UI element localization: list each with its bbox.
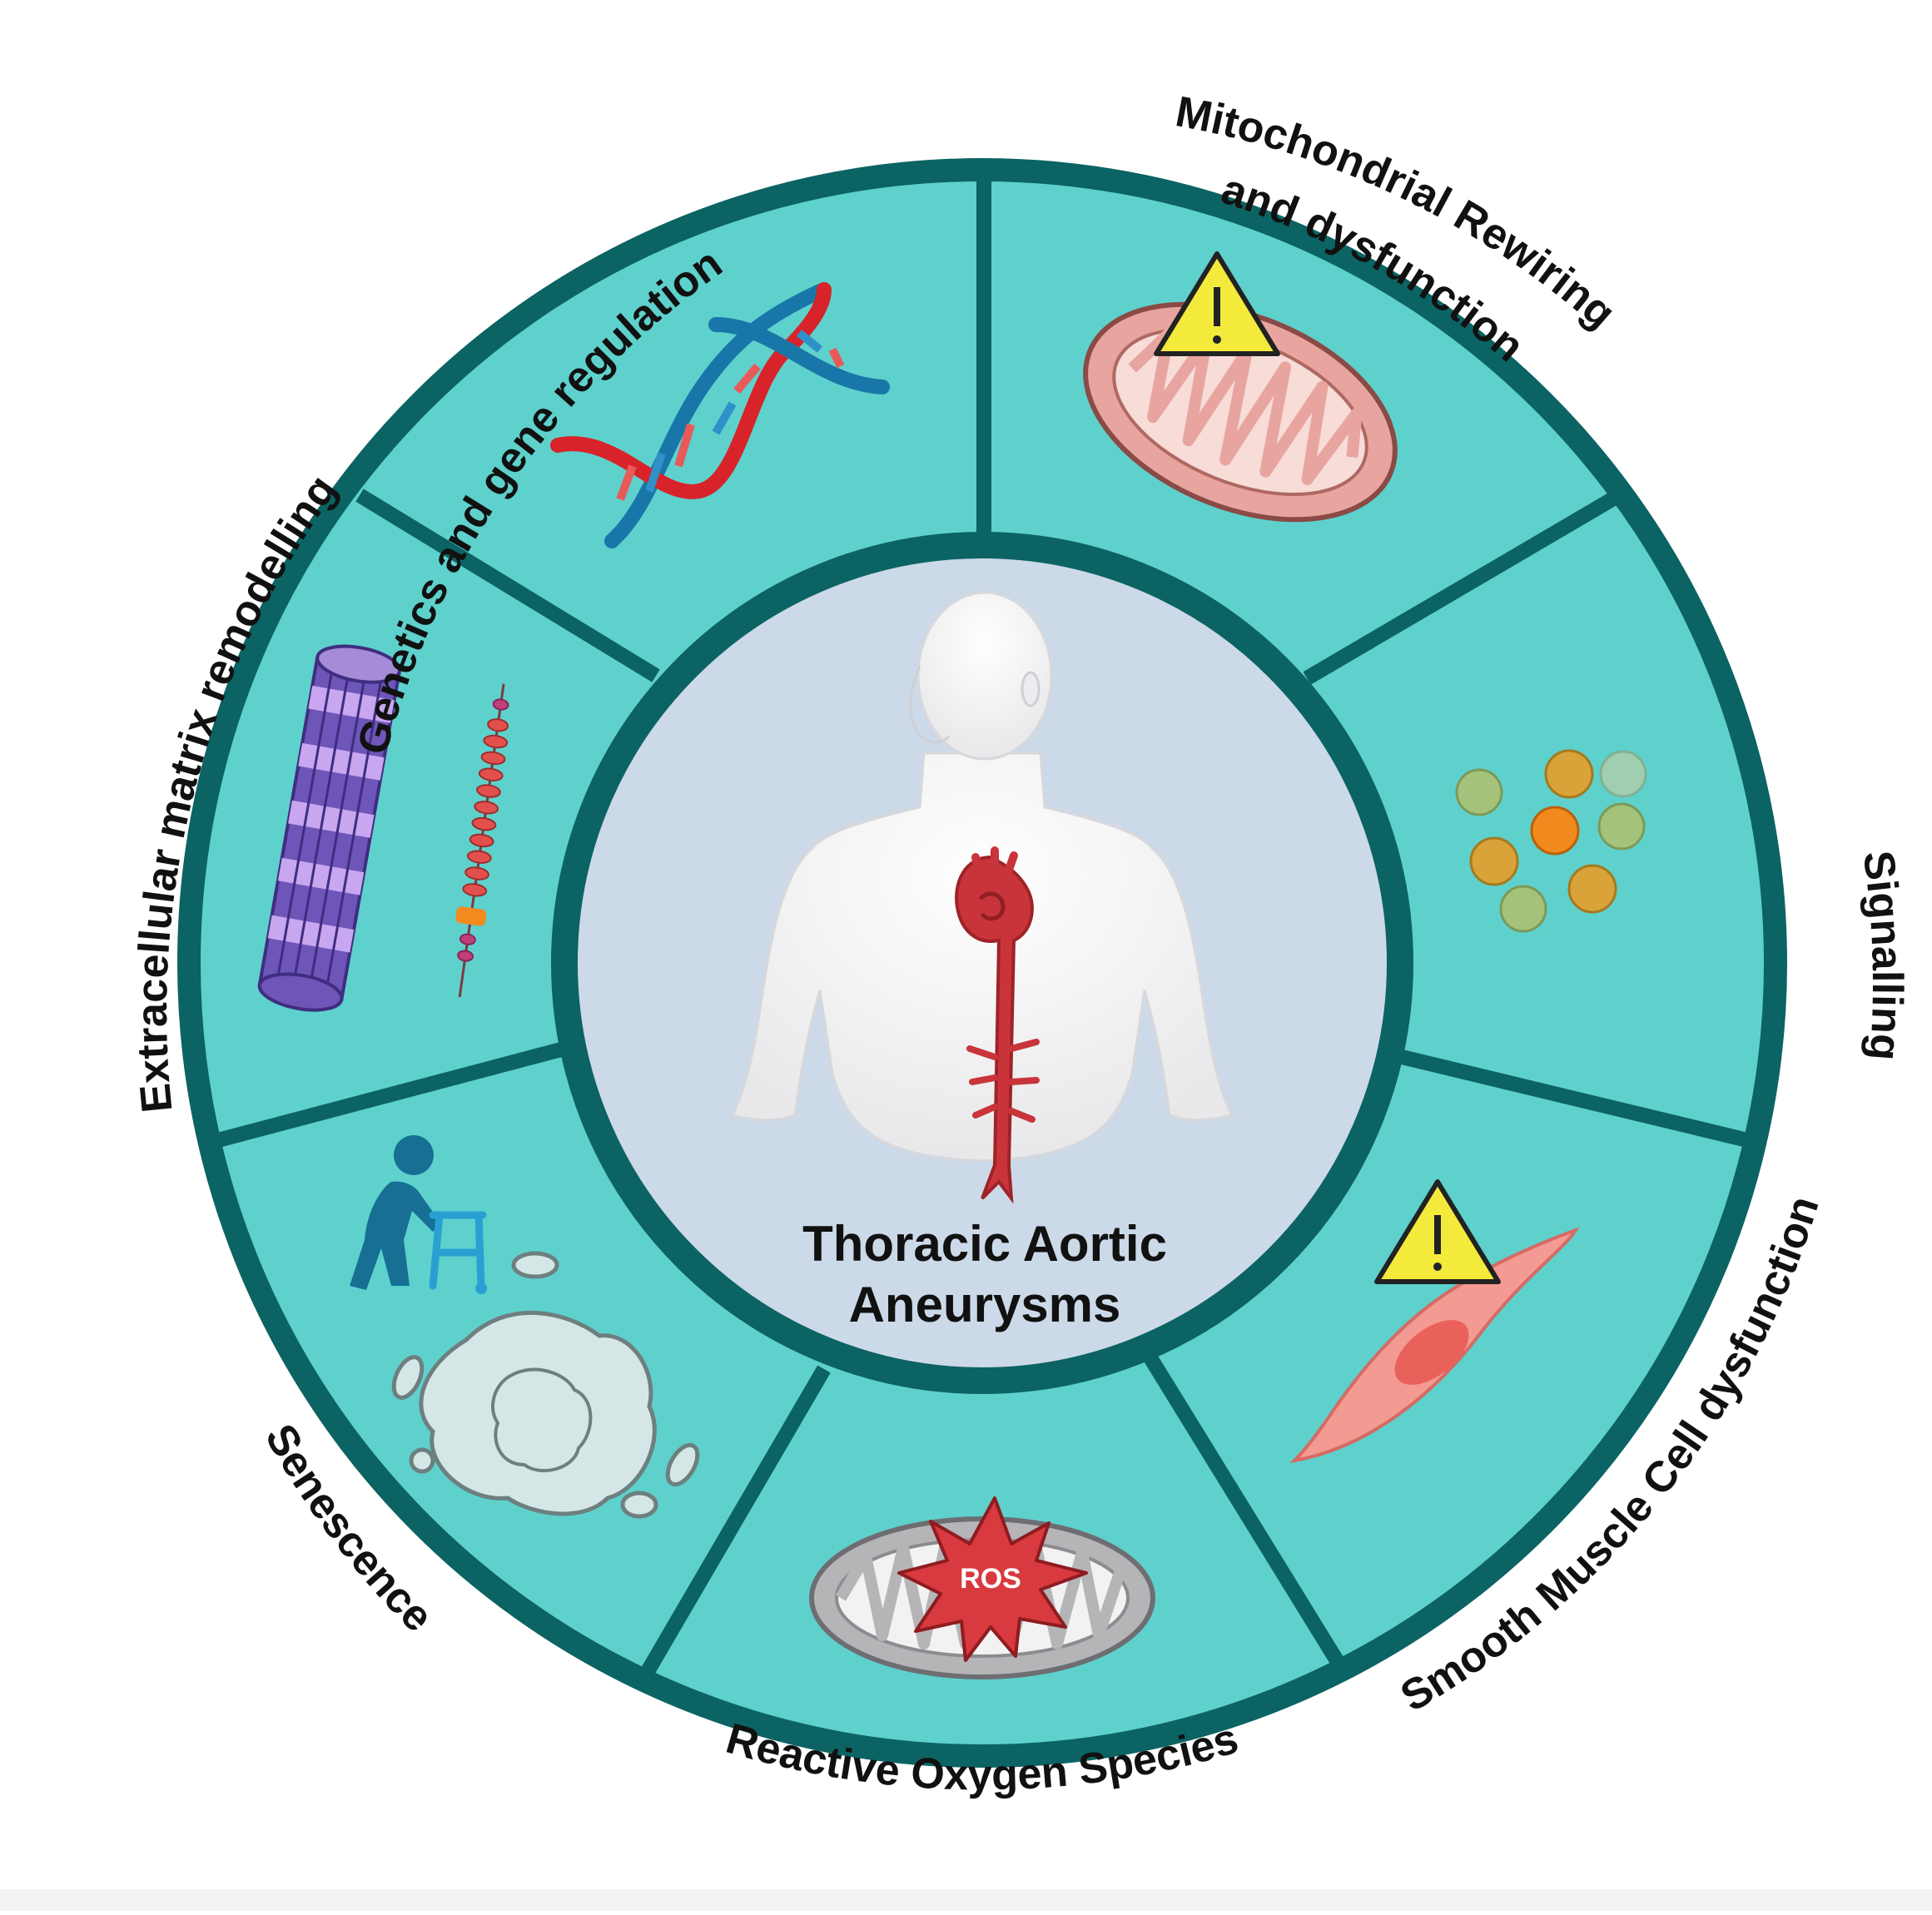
mitochondrion-warning-icon xyxy=(1083,251,1398,523)
ros-badge: ROS xyxy=(960,1563,1021,1595)
aorta-icon xyxy=(955,846,1040,1204)
procollagen-chain-icon xyxy=(455,683,509,998)
dna-double-helix-icon xyxy=(550,282,890,548)
collagen-fibril-icon xyxy=(257,644,509,1012)
smooth-muscle-cell-warning-icon xyxy=(1289,1179,1580,1464)
footer-strip xyxy=(0,1889,1932,1911)
elderly-person-walker-icon xyxy=(350,1135,487,1294)
center-title-line2: Aneurysms xyxy=(849,1277,1121,1332)
ros-burst-icon xyxy=(897,1496,1088,1662)
senescent-cell-icon xyxy=(350,1135,700,1519)
label-signalling: Signalling xyxy=(1854,848,1911,1062)
signalling-molecules-icon xyxy=(1455,749,1647,933)
center-title-line1: Thoracic Aortic xyxy=(802,1216,1167,1272)
warning-triangle-icon xyxy=(1374,1179,1501,1284)
ros-mitochondrion-icon: ROS xyxy=(809,1496,1155,1679)
sector-dividers xyxy=(216,162,1767,1687)
warning-triangle-icon xyxy=(1154,251,1280,356)
human-torso-icon xyxy=(730,591,1234,1163)
